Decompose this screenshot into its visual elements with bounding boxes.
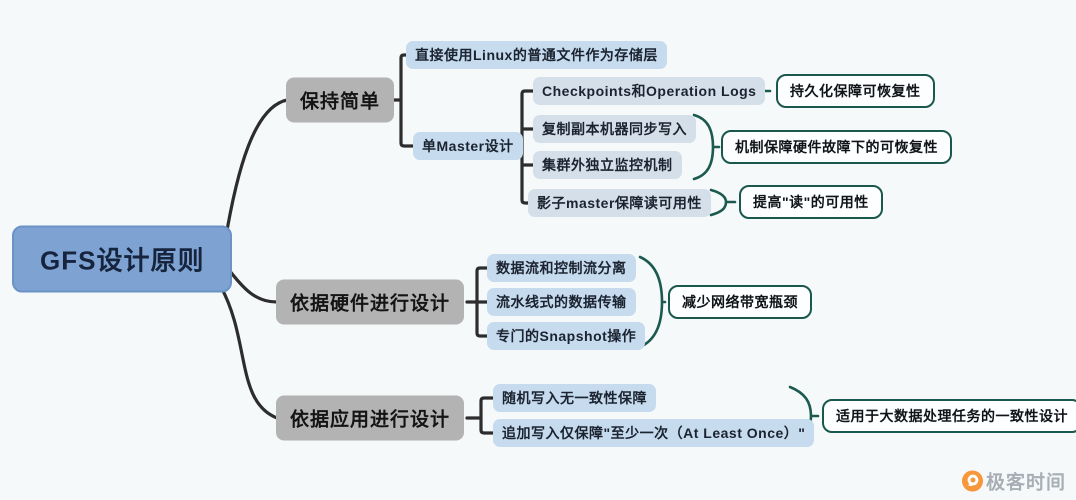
result-bigdata-consistency-design: 适用于大数据处理任务的一致性设计 <box>822 399 1076 433</box>
node-dedicated-snapshot: 专门的Snapshot操作 <box>487 322 646 350</box>
node-pipelined-transfer: 流水线式的数据传输 <box>487 288 636 316</box>
result-read-availability: 提高"读"的可用性 <box>739 185 883 219</box>
brace-read <box>709 188 737 217</box>
bracket-hardware <box>465 266 489 338</box>
brand-watermark: 极客时间 <box>961 468 1066 495</box>
node-append-at-least-once: 追加写入仅保障"至少一次（At Least Once）" <box>493 419 815 447</box>
branch-keep-simple: 保持简单 <box>286 77 395 123</box>
edge-root-app <box>219 285 279 420</box>
branch-design-by-hardware: 依据硬件进行设计 <box>276 279 465 325</box>
node-dataflow-controlflow-split: 数据流和控制流分离 <box>487 254 636 282</box>
node-single-master: 单Master设计 <box>413 132 523 160</box>
branch-design-by-application: 依据应用进行设计 <box>276 395 465 441</box>
root-node: GFS设计原则 <box>12 225 233 293</box>
node-random-write-no-consistency: 随机写入无一致性保障 <box>493 384 656 412</box>
brand-text: 极客时间 <box>985 472 1066 494</box>
geektime-logo-icon <box>961 470 984 492</box>
result-reduce-bandwidth-bottleneck: 减少网络带宽瓶颈 <box>668 285 812 319</box>
node-shadow-master: 影子master保障读可用性 <box>528 189 711 217</box>
brace-fault <box>692 113 721 181</box>
node-external-monitoring: 集群外独立监控机制 <box>533 151 682 179</box>
result-hardware-fault-recoverability: 机制保障硬件故障下的可恢复性 <box>721 130 952 164</box>
edge-root-simple <box>223 98 289 244</box>
node-linux-files: 直接使用Linux的普通文件作为存储层 <box>406 41 667 69</box>
node-checkpoints-oplogs: Checkpoints和Operation Logs <box>533 77 766 105</box>
bracket-simple <box>389 53 415 148</box>
edge-root-hardware <box>224 264 279 304</box>
result-persistence-recoverability: 持久化保障可恢复性 <box>776 74 935 108</box>
bracket-app <box>465 396 495 435</box>
node-replica-sync-write: 复制副本机器同步写入 <box>533 115 696 143</box>
